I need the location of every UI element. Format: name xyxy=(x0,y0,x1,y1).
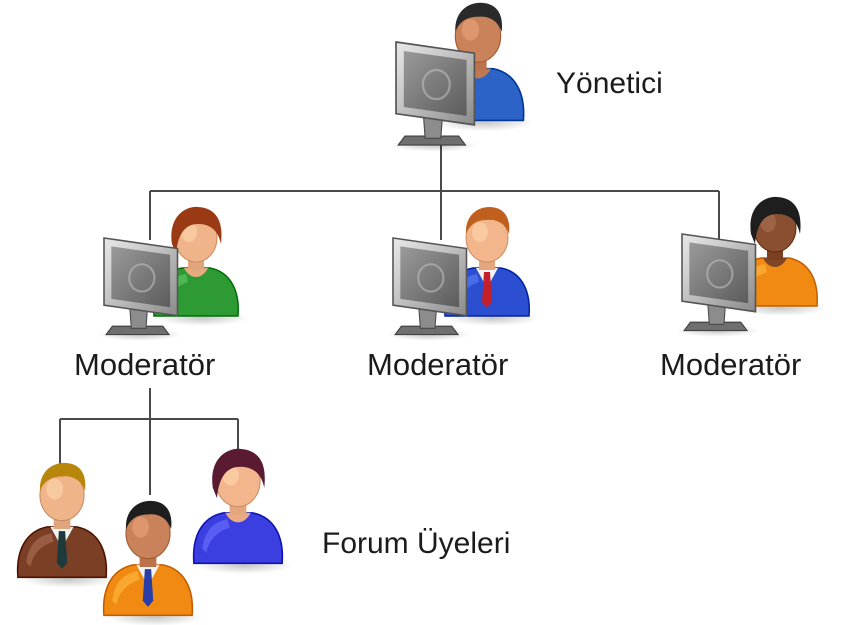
connector-lines xyxy=(59,140,720,495)
admin-computer-icon xyxy=(389,41,479,152)
members-label: Forum Üyeleri xyxy=(322,527,510,560)
moderator-label-1: Moderatör xyxy=(74,347,215,382)
member-user-icon-3 xyxy=(102,500,203,625)
moderator-label-2: Moderatör xyxy=(367,347,508,382)
moderator-node-1 xyxy=(97,206,248,341)
admin-node xyxy=(389,2,535,152)
moderator-computer-icon-1 xyxy=(97,237,182,341)
moderator-computer-icon-2 xyxy=(386,237,471,341)
moderator-computer-icon-3 xyxy=(675,233,760,337)
admin-label: Yönetici xyxy=(556,67,663,100)
member-user-icon-1 xyxy=(16,462,117,588)
moderator-label-3: Moderatör xyxy=(660,347,801,382)
member-user-icon-2 xyxy=(192,448,293,574)
moderator-node-2 xyxy=(386,207,539,341)
moderator-node-3 xyxy=(675,196,827,337)
